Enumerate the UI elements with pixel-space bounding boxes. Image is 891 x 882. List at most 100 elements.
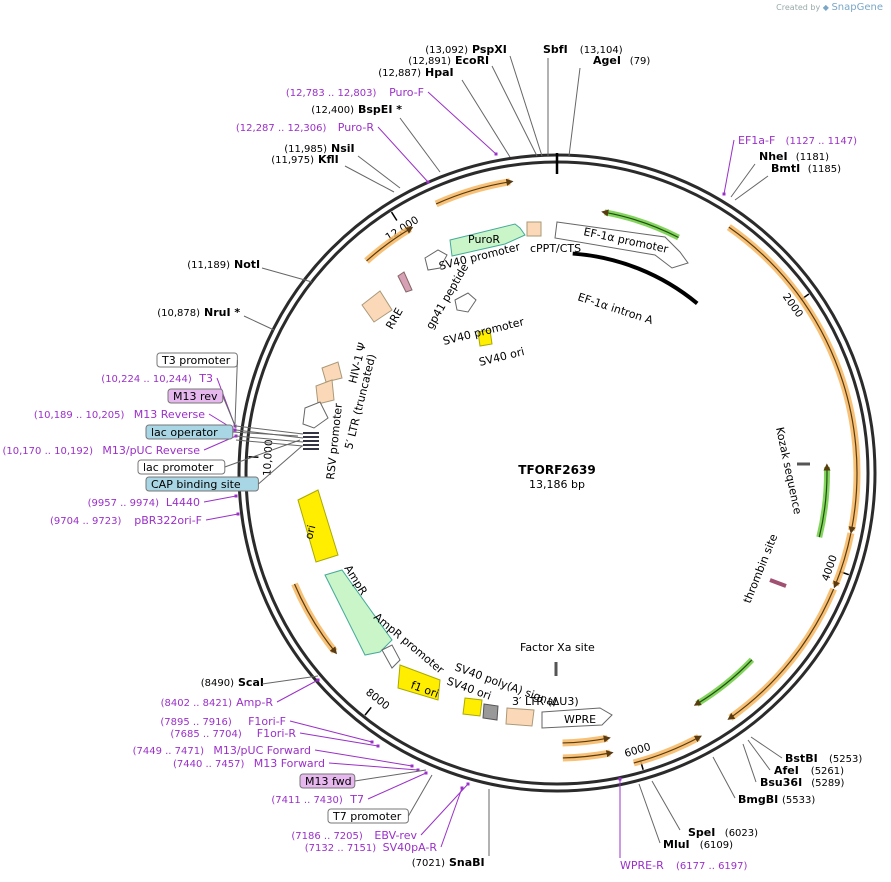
- site-position: (12,887): [378, 68, 421, 79]
- sv40-ori-box: [477, 329, 493, 347]
- orange-feature-arc-line: [833, 533, 852, 589]
- ori-arrow: [297, 489, 339, 563]
- boxed-label-text: T7 promoter: [332, 810, 402, 823]
- primer-position: (9704 .. 9723): [50, 516, 122, 527]
- green-feature-arc-line: [693, 659, 753, 706]
- feature-label-kozak: Kozak sequence: [773, 426, 804, 516]
- site-name: EcoRI: [455, 54, 489, 67]
- gp41-mark: [397, 271, 413, 293]
- primer-leader: [440, 787, 463, 848]
- primer-mark: [236, 512, 240, 516]
- sv40-promoter-arrow-2: [454, 292, 477, 313]
- feature-label-factor-xa: Factor Xa site: [520, 641, 595, 654]
- site-position: (12,891): [408, 56, 451, 67]
- orange-feature-arc-line: [727, 588, 835, 720]
- boxed-label-text: M13 fwd: [305, 775, 352, 788]
- primer-name: pBR322ori-F: [134, 514, 202, 527]
- site-leader: [399, 117, 441, 173]
- site-position: (8490): [201, 678, 234, 689]
- site-position: (11,189): [187, 260, 230, 271]
- site-leader: [734, 175, 769, 201]
- feature-label-cppt: cPPT/CTS: [530, 242, 581, 255]
- site-leader: [461, 79, 511, 158]
- site-leader: [344, 165, 395, 193]
- orange-feature-arc: [291, 582, 338, 654]
- orange-feature-arc-line: [633, 735, 702, 764]
- boxed-label-text: lac operator: [151, 426, 218, 439]
- site-position: (79): [630, 56, 651, 67]
- primer-leader: [205, 513, 239, 521]
- wpre-arrow: [541, 707, 613, 729]
- primer-name: WPRE-R: [620, 859, 664, 872]
- primer-leader: [289, 720, 373, 743]
- ltr3-box: [505, 707, 535, 727]
- boxed-label-leader: [258, 445, 303, 485]
- primer-mark: [234, 494, 238, 498]
- site-leader: [261, 675, 319, 685]
- ampr-arrow: [324, 569, 393, 656]
- primer-leader: [427, 91, 497, 155]
- boxed-label-leader: [407, 774, 433, 817]
- puror-arrow: [449, 223, 526, 257]
- cluster-leader: [235, 439, 304, 447]
- tick-label: 8000: [363, 686, 391, 712]
- primer-mark: [424, 771, 428, 775]
- site-position: (5289): [811, 778, 844, 789]
- feature-label-ori: ori: [302, 524, 318, 541]
- primer-position: (7186 .. 7205): [291, 831, 363, 842]
- site-leader: [243, 315, 275, 331]
- primer-mark: [316, 678, 320, 682]
- primer-position: (9957 .. 9974): [88, 498, 160, 509]
- primer-mark: [494, 152, 498, 156]
- orange-feature-arc-line: [435, 178, 514, 205]
- boxed-label-text: lac promoter: [143, 461, 214, 474]
- site-leader: [357, 155, 401, 189]
- feature-label-thrombin: thrombin site: [741, 532, 781, 605]
- site-leader: [730, 163, 756, 198]
- feature-label-wpre: WPRE: [564, 713, 596, 726]
- site-position: (6023): [725, 828, 758, 839]
- site-name: BspEI *: [358, 103, 402, 116]
- primer-leader: [203, 495, 237, 503]
- primer-position: (7132 .. 7151): [305, 843, 377, 854]
- primer-leader: [276, 679, 319, 703]
- f1ori-arrow: [397, 664, 441, 701]
- site-leader: [638, 783, 661, 844]
- site-leader: [509, 55, 543, 157]
- site-name: NotI: [234, 258, 260, 271]
- site-name: NruI *: [204, 306, 240, 319]
- site-leader: [712, 756, 736, 799]
- site-name: BmgBI: [738, 793, 778, 806]
- primer-leader: [314, 749, 413, 767]
- primer-position: (7685 .. 7704): [170, 729, 242, 740]
- feature-label-puror: PuroR: [468, 233, 500, 246]
- cluster-leader: [235, 429, 304, 439]
- primer-position: (7411 .. 7430): [271, 795, 343, 806]
- green-feature-arc-line: [818, 463, 831, 538]
- lac-cluster-mark: [303, 436, 319, 438]
- hiv-psi-box: [321, 361, 343, 383]
- boxed-label-leader: [354, 769, 427, 782]
- site-name: KflI: [318, 153, 339, 166]
- ltr5-box: [315, 379, 335, 405]
- primer-name: T3: [198, 372, 213, 385]
- site-name: SbfI: [543, 43, 568, 56]
- primer-mark: [460, 786, 464, 790]
- sv40-promoter-arrow: [424, 249, 448, 271]
- primer-name: F1ori-F: [248, 715, 286, 728]
- site-name: SnaBI: [449, 856, 485, 869]
- primer-leader: [377, 126, 429, 183]
- primer-mark: [722, 192, 726, 196]
- green-feature-arc-line: [601, 209, 679, 239]
- site-position: (12,400): [311, 105, 354, 116]
- primer-mark: [376, 744, 380, 748]
- primer-mark: [410, 764, 414, 768]
- sv40-ori-small: [462, 697, 483, 717]
- site-name: PspXI: [472, 43, 507, 56]
- boxed-label-text: T3 promoter: [161, 354, 231, 367]
- primer-name: Puro-F: [389, 86, 424, 99]
- orange-feature-arc-line: [562, 735, 611, 744]
- site-leader: [261, 267, 313, 283]
- primer-position: (6177 .. 6197): [676, 861, 748, 872]
- site-name: SpeI: [688, 826, 715, 839]
